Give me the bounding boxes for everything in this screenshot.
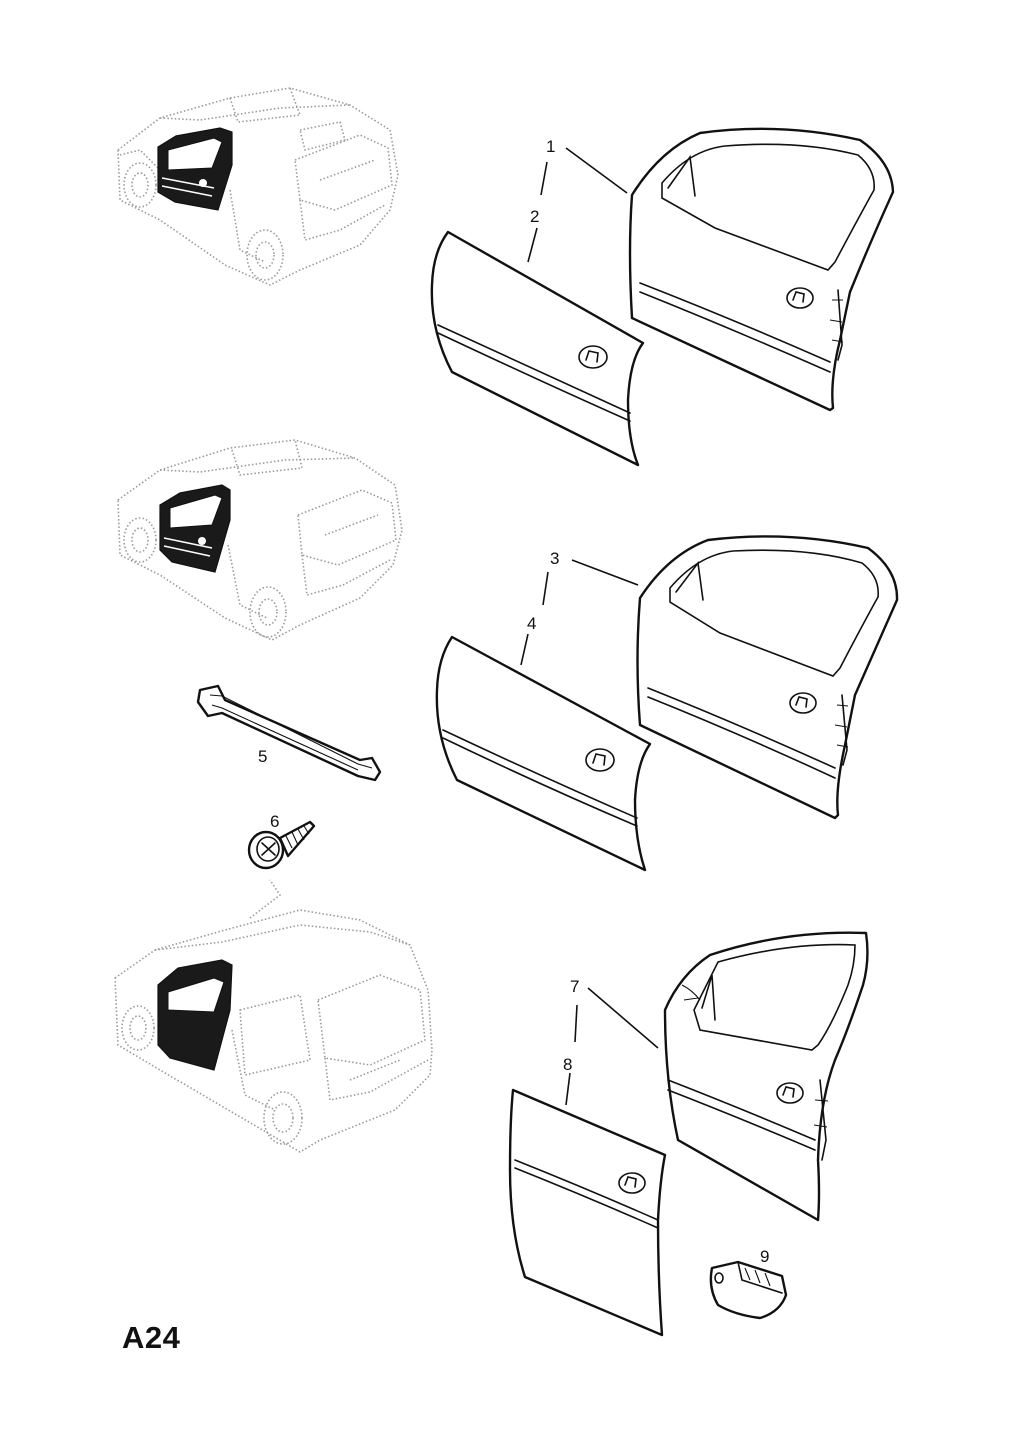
callout-2: 2: [530, 207, 539, 226]
callout-7: 7: [570, 977, 579, 996]
hinge-cover-part-9: [709, 1260, 788, 1320]
callout-numbers: 1 2 3 4 5 6 7 8 9: [258, 137, 769, 1266]
callout-9: 9: [760, 1247, 769, 1266]
outer-panel-part-2: [430, 230, 645, 467]
door-frame-part-7: [663, 931, 869, 1222]
vehicle-illustration-van: [114, 879, 433, 1153]
callout-8: 8: [563, 1055, 572, 1074]
callout-3: 3: [550, 549, 559, 568]
outer-panel-part-4: [435, 635, 652, 872]
door-frame-part-3: [636, 535, 899, 820]
door-frame-part-1: [628, 127, 895, 412]
vehicle-illustration-hatchback-3door: [117, 439, 403, 641]
strip-part-5: [196, 684, 382, 782]
vehicle-illustration-hatchback: [117, 87, 399, 286]
callout-1: 1: [546, 137, 555, 156]
screw-part-6: [247, 820, 316, 870]
leader-lines: [520, 147, 659, 1106]
callout-4: 4: [527, 614, 536, 633]
outer-panel-part-8: [508, 1088, 667, 1337]
callout-6: 6: [270, 812, 279, 831]
sheet-code-label: A24: [122, 1320, 181, 1355]
callout-5: 5: [258, 747, 267, 766]
